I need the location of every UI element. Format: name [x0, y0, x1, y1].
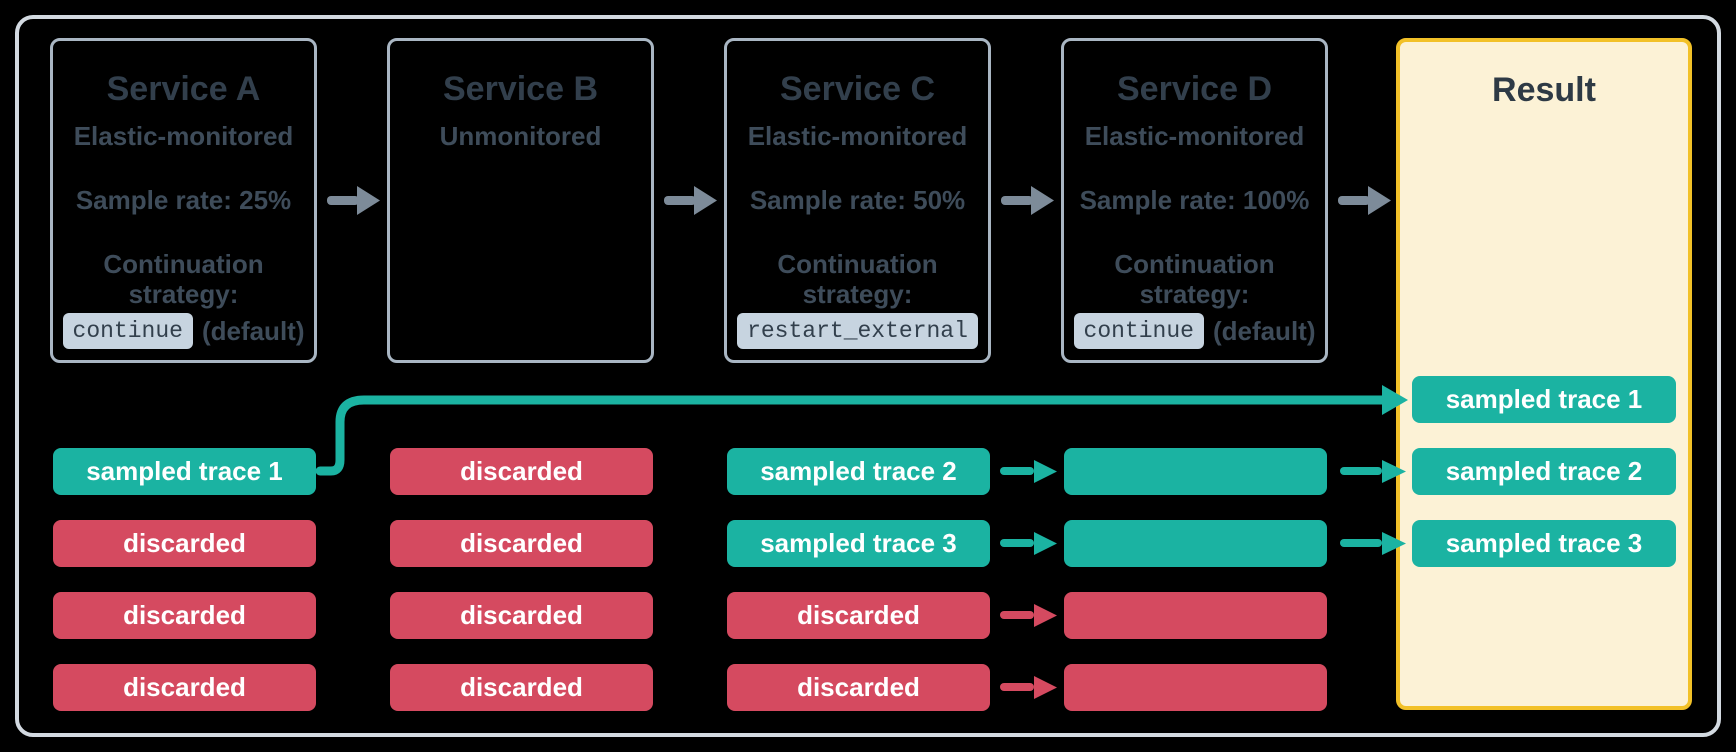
strategy-code-chip: continue — [1073, 313, 1204, 349]
trace-pill-label: discarded — [460, 456, 583, 486]
continuation-line2: strategy: — [1139, 279, 1250, 309]
trace-pill-d2 — [1064, 520, 1327, 567]
service-c-continuation-label: Continuation strategy: — [777, 249, 937, 309]
trace-pill-c2: sampled trace 3 — [727, 520, 990, 567]
trace-pill-label: discarded — [460, 672, 583, 702]
service-d-title: Service D — [1117, 70, 1272, 108]
continuation-line1: Continuation — [103, 249, 264, 279]
service-c-box: Service C Elastic-monitored Sample rate:… — [724, 38, 991, 363]
service-b-subtitle: Unmonitored — [439, 121, 602, 151]
trace-pill-c1: sampled trace 2 — [727, 448, 990, 495]
service-b-title: Service B — [443, 70, 598, 108]
result-box: Result — [1396, 38, 1692, 710]
continuation-line1: Continuation — [1114, 249, 1275, 279]
trace-pill-a1: sampled trace 1 — [53, 448, 316, 495]
result-pill-3: sampled trace 3 — [1412, 520, 1676, 567]
trace-pill-d3 — [1064, 592, 1327, 639]
continuation-line2: strategy: — [802, 279, 913, 309]
trace-pill-label: discarded — [460, 600, 583, 630]
service-a-box: Service A Elastic-monitored Sample rate:… — [50, 38, 317, 363]
trace-pill-label: discarded — [123, 600, 246, 630]
trace-pill-a2: discarded — [53, 520, 316, 567]
result-pill-1: sampled trace 1 — [1412, 376, 1676, 423]
service-c-subtitle: Elastic-monitored — [747, 121, 968, 151]
trace-pill-label: discarded — [123, 672, 246, 702]
service-d-box: Service D Elastic-monitored Sample rate:… — [1061, 38, 1328, 363]
continuation-line2: strategy: — [128, 279, 239, 309]
trace-pill-b2: discarded — [390, 520, 653, 567]
outer-frame — [15, 15, 1721, 737]
strategy-default-suffix: (default) — [201, 315, 305, 346]
service-a-strategy-row: continue (default) — [62, 313, 305, 349]
trace-pill-label: sampled trace 2 — [1445, 456, 1643, 486]
strategy-code-chip: restart_external — [737, 313, 978, 349]
trace-pill-label: sampled trace 2 — [760, 456, 957, 486]
trace-pill-b3: discarded — [390, 592, 653, 639]
trace-pill-b1: discarded — [390, 448, 653, 495]
trace-pill-label: discarded — [123, 528, 246, 558]
service-a-continuation-label: Continuation strategy: — [103, 249, 263, 309]
trace-pill-label: sampled trace 3 — [760, 528, 957, 558]
service-a-sample-rate: Sample rate: 25% — [75, 185, 292, 215]
strategy-default-suffix: (default) — [1212, 315, 1316, 346]
service-c-sample-rate: Sample rate: 50% — [749, 185, 966, 215]
trace-pill-b4: discarded — [390, 664, 653, 711]
trace-pill-a3: discarded — [53, 592, 316, 639]
result-pill-2: sampled trace 2 — [1412, 448, 1676, 495]
trace-pill-d4 — [1064, 664, 1327, 711]
service-d-sample-rate: Sample rate: 100% — [1079, 185, 1310, 215]
strategy-code-chip: continue — [62, 313, 193, 349]
service-a-title: Service A — [106, 70, 261, 108]
service-c-title: Service C — [780, 70, 935, 108]
trace-pill-a4: discarded — [53, 664, 316, 711]
service-d-strategy-row: continue (default) — [1073, 313, 1316, 349]
service-a-subtitle: Elastic-monitored — [73, 121, 294, 151]
service-d-continuation-label: Continuation strategy: — [1114, 249, 1274, 309]
trace-pill-label: discarded — [797, 600, 920, 630]
trace-pill-label: discarded — [797, 672, 920, 702]
continuation-line1: Continuation — [777, 249, 938, 279]
trace-pill-label: sampled trace 3 — [1445, 528, 1643, 558]
trace-pill-label: discarded — [460, 528, 583, 558]
service-b-box: Service B Unmonitored — [387, 38, 654, 363]
trace-pill-c4: discarded — [727, 664, 990, 711]
service-c-strategy-row: restart_external — [737, 313, 978, 349]
trace-pill-label: sampled trace 1 — [86, 456, 283, 486]
service-d-subtitle: Elastic-monitored — [1084, 121, 1305, 151]
trace-pill-label: sampled trace 1 — [1445, 384, 1643, 414]
trace-pill-d1 — [1064, 448, 1327, 495]
trace-pill-c3: discarded — [727, 592, 990, 639]
result-title: Result — [1492, 71, 1596, 109]
